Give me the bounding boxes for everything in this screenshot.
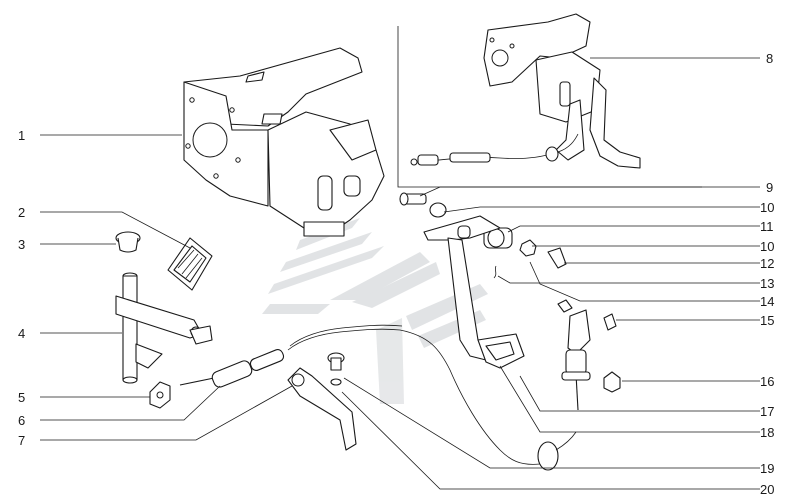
callout-11: 11	[760, 219, 774, 234]
callout-12: 12	[760, 256, 774, 271]
callout-8: 8	[766, 51, 773, 66]
callout-14: 14	[760, 294, 774, 309]
callout-17: 17	[760, 404, 774, 419]
callout-5: 5	[18, 390, 25, 405]
callout-labels: 1 2 3 4 5 6 7 8 9 10 11 10 12 13 14 15 1…	[18, 51, 774, 497]
adjuster-knob	[149, 381, 171, 409]
pedal-pad	[167, 237, 213, 291]
assembled-view-inset	[397, 13, 702, 188]
callout-3: 3	[18, 237, 25, 252]
cable-support-bracket	[287, 367, 357, 451]
callout-7: 7	[18, 433, 25, 448]
clutch-pedal-arm	[423, 215, 525, 369]
callout-4: 4	[18, 326, 25, 341]
callout-15: 15	[760, 313, 774, 328]
callout-20: 20	[760, 482, 774, 497]
callout-1: 1	[18, 128, 25, 143]
callout-19: 19	[760, 461, 774, 476]
clutch-cable	[179, 324, 577, 471]
callout-9: 9	[766, 180, 773, 195]
leader-lines	[40, 57, 760, 490]
pivot-hardware	[399, 192, 567, 269]
callout-16: 16	[760, 374, 774, 389]
pedal-mounting-bracket	[183, 47, 385, 237]
master-cylinder-assembly	[493, 265, 621, 411]
callout-18: 18	[760, 425, 774, 440]
callout-10-lower: 10	[760, 239, 774, 254]
rubber-cap	[115, 231, 141, 253]
callout-2: 2	[18, 205, 25, 220]
callout-10-upper: 10	[760, 200, 774, 215]
pedal-shaft-lever	[115, 272, 213, 384]
bolt-washer	[327, 352, 345, 386]
callout-13: 13	[760, 276, 774, 291]
callout-6: 6	[18, 413, 25, 428]
